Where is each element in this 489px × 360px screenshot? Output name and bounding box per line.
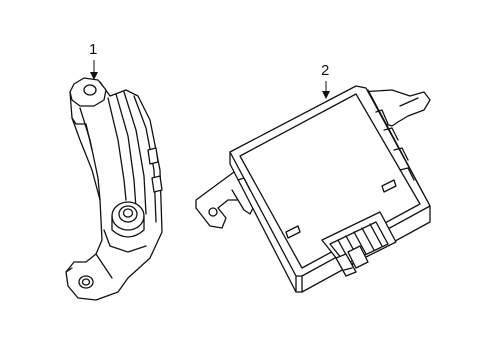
control-module-part xyxy=(195,85,431,293)
callout-label-2: 2 xyxy=(321,62,330,79)
callout-label-1: 1 xyxy=(89,41,98,58)
bracket-sensor-part xyxy=(65,77,163,301)
leader-arrow-2 xyxy=(322,81,330,99)
leader-arrow-1 xyxy=(90,60,98,80)
